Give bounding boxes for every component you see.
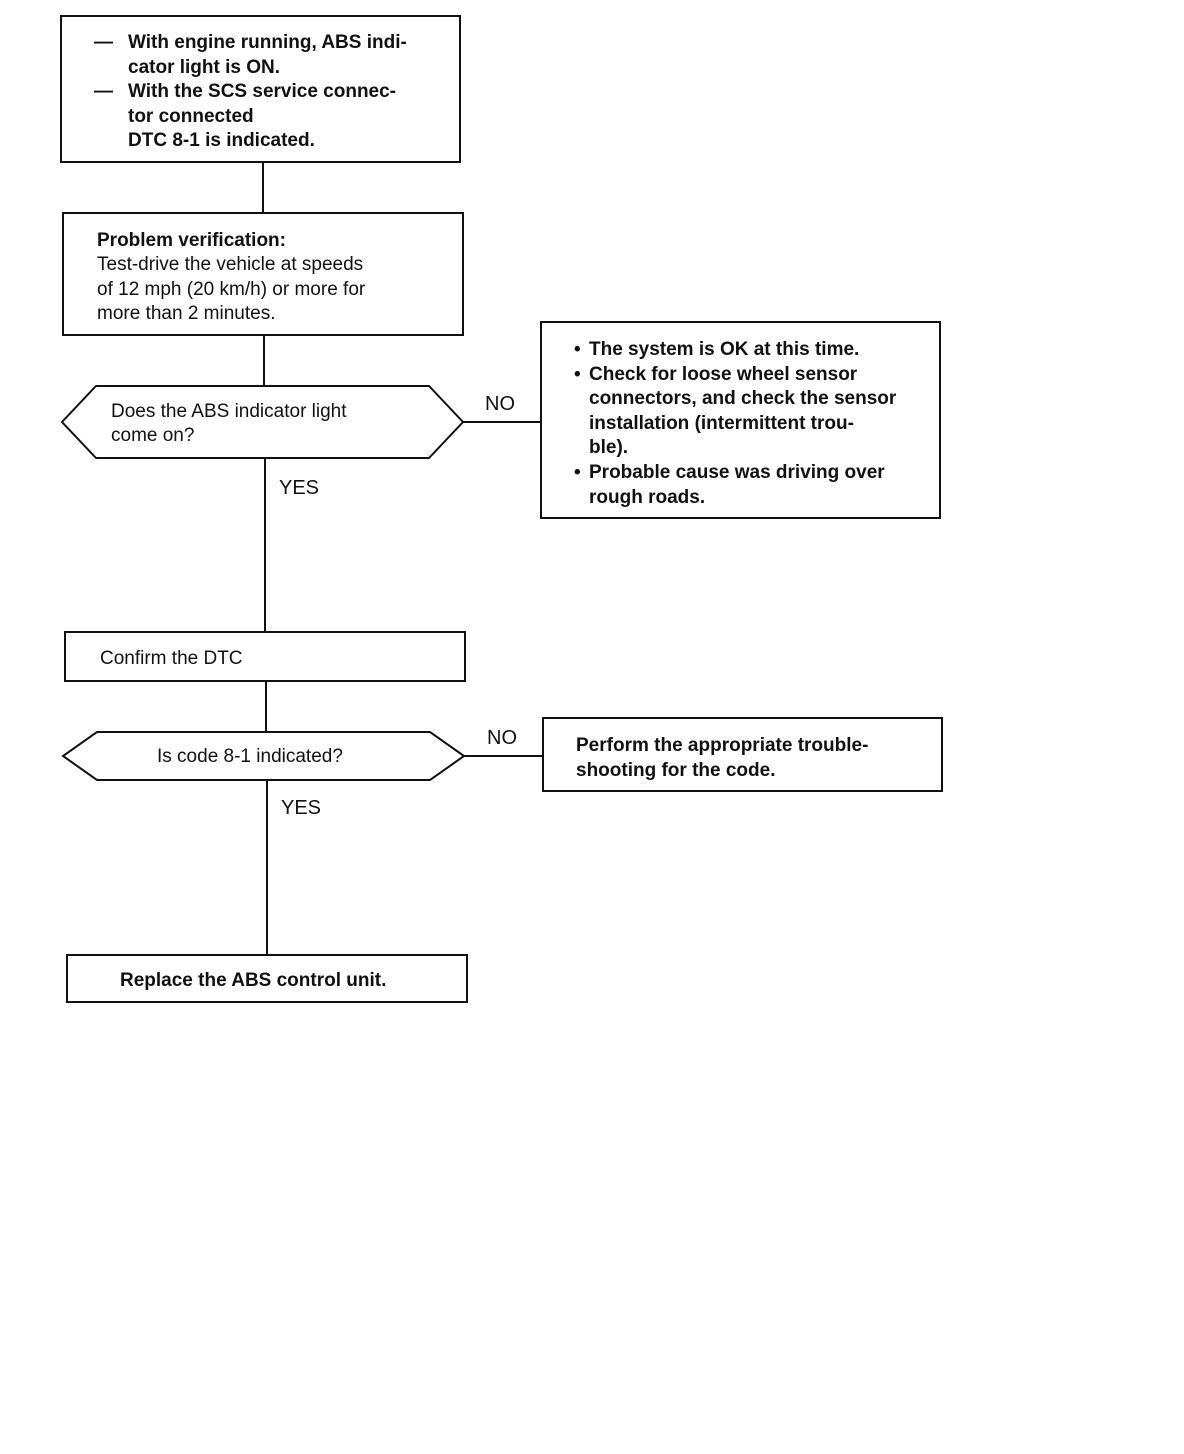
decision1-line2: come on? <box>111 425 195 446</box>
verify-box-line2: of 12 mph (20 km/h) or more for <box>97 279 366 300</box>
start-box-item2-line1: With the SCS service connec- <box>128 81 397 102</box>
ok-b2-line2: connectors, and check the sensor <box>589 388 897 409</box>
ok-bullet-2: • <box>574 364 581 385</box>
system-ok-box <box>540 321 941 519</box>
decision-diamond-2 <box>61 731 466 781</box>
ok-bullet-3: • <box>574 462 581 483</box>
start-box-item1-line1: With engine running, ABS indi- <box>128 32 407 53</box>
confirm-box <box>64 631 466 682</box>
verify-box <box>62 212 464 336</box>
start-box-dash-2: — <box>94 81 113 102</box>
ok-b1-line1: The system is OK at this time. <box>589 339 860 360</box>
ok-b3-line1: Probable cause was driving over <box>589 462 885 483</box>
start-box-item1-line2: cator light is ON. <box>128 57 281 78</box>
troubleshoot-line1: Perform the appropriate trouble- <box>576 735 869 756</box>
start-box-item2-line3: DTC 8-1 is indicated. <box>128 130 315 151</box>
decision2-yes-label: YES <box>281 797 322 819</box>
decision2-no-label: NO <box>487 727 517 749</box>
replace-box-text: Replace the ABS control unit. <box>120 970 387 991</box>
ok-b2-line4: ble). <box>589 437 629 458</box>
ok-b2-line3: installation (intermittent trou- <box>589 413 854 434</box>
confirm-box-text: Confirm the DTC <box>100 648 243 669</box>
decision1-no-label: NO <box>485 393 515 415</box>
ok-b3-line2: rough roads. <box>589 487 706 508</box>
decision1-line1: Does the ABS indicator light <box>111 401 347 422</box>
start-box <box>60 15 461 163</box>
start-box-item2-line2: tor connected <box>128 106 254 127</box>
decision-diamond-1 <box>60 385 465 459</box>
replace-box <box>66 954 468 1003</box>
ok-bullet-1: • <box>574 339 581 360</box>
troubleshoot-line2: shooting for the code. <box>576 760 776 781</box>
decision2-text: Is code 8-1 indicated? <box>157 746 343 767</box>
verify-box-line1: Test-drive the vehicle at speeds <box>97 254 364 275</box>
ok-b2-line1: Check for loose wheel sensor <box>589 364 858 385</box>
start-box-dash-1: — <box>94 32 113 53</box>
verify-box-line3: more than 2 minutes. <box>97 303 276 324</box>
decision1-yes-label: YES <box>279 477 320 499</box>
troubleshoot-box <box>542 717 943 792</box>
verify-box-title: Problem verification: <box>97 230 286 251</box>
